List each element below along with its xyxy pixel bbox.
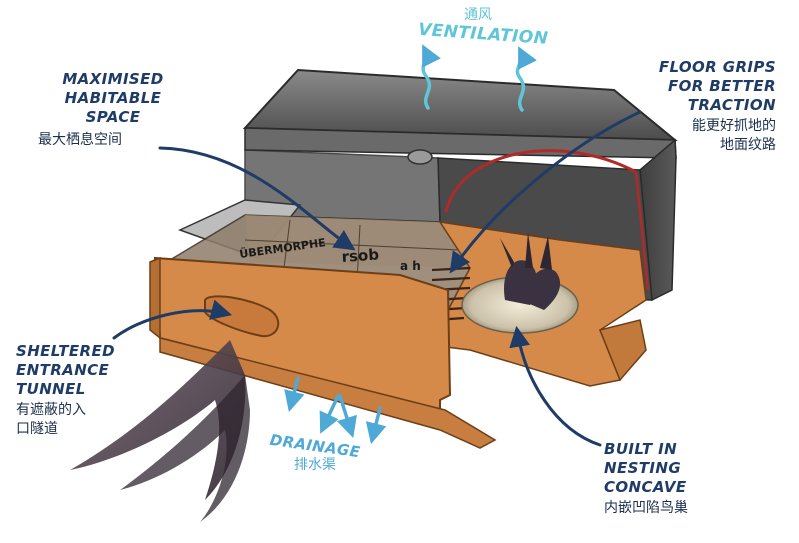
ventilation-zh: 通风	[464, 7, 492, 23]
maximised-zh: 最大栖息空间	[38, 132, 122, 148]
drainage-label: DRAINAGE 排水渠	[250, 431, 380, 475]
drainage-arrows	[284, 376, 387, 445]
nesting-en: BUILT IN NESTING CONCAVE	[604, 440, 687, 496]
sheltered-zh: 有遮蔽的入 口隧道	[16, 402, 86, 437]
floor-grips-zh: 能更好抓地的 地面纹路	[692, 118, 776, 153]
ventilation-arrows	[421, 44, 537, 112]
sheltered-arrow	[112, 299, 233, 340]
nesting-zh: 内嵌凹陷鸟巢	[604, 500, 688, 516]
sheltered-tunnel-label: SHELTERED ENTRANCE TUNNEL 有遮蔽的入 口隧道	[16, 342, 156, 439]
floor-grips-arrow	[449, 110, 642, 274]
maximised-en: MAXIMISED HABITABLE SPACE	[62, 70, 164, 126]
ventilation-label: 通风 VENTILATION	[417, 6, 548, 49]
nesting-arrow	[509, 325, 602, 447]
sheltered-en: SHELTERED ENTRANCE TUNNEL	[16, 342, 116, 398]
flying-swifts	[70, 340, 250, 522]
floor-grips-en: FLOOR GRIPS FOR BETTER TRACTION	[658, 58, 776, 114]
print-text-1: rsob	[341, 245, 380, 266]
swift-chicks	[500, 232, 561, 310]
floor-grips-label: FLOOR GRIPS FOR BETTER TRACTION 能更好抓地的 地…	[616, 58, 776, 155]
maximised-arrow	[158, 146, 356, 251]
drainage-zh: 排水渠	[294, 457, 336, 473]
nesting-concave-label: BUILT IN NESTING CONCAVE 内嵌凹陷鸟巢	[604, 440, 774, 518]
maximised-space-label: MAXIMISED HABITABLE SPACE 最大栖息空间	[38, 70, 188, 150]
print-text-2: a h	[400, 259, 421, 273]
callout-arrows	[112, 110, 642, 447]
